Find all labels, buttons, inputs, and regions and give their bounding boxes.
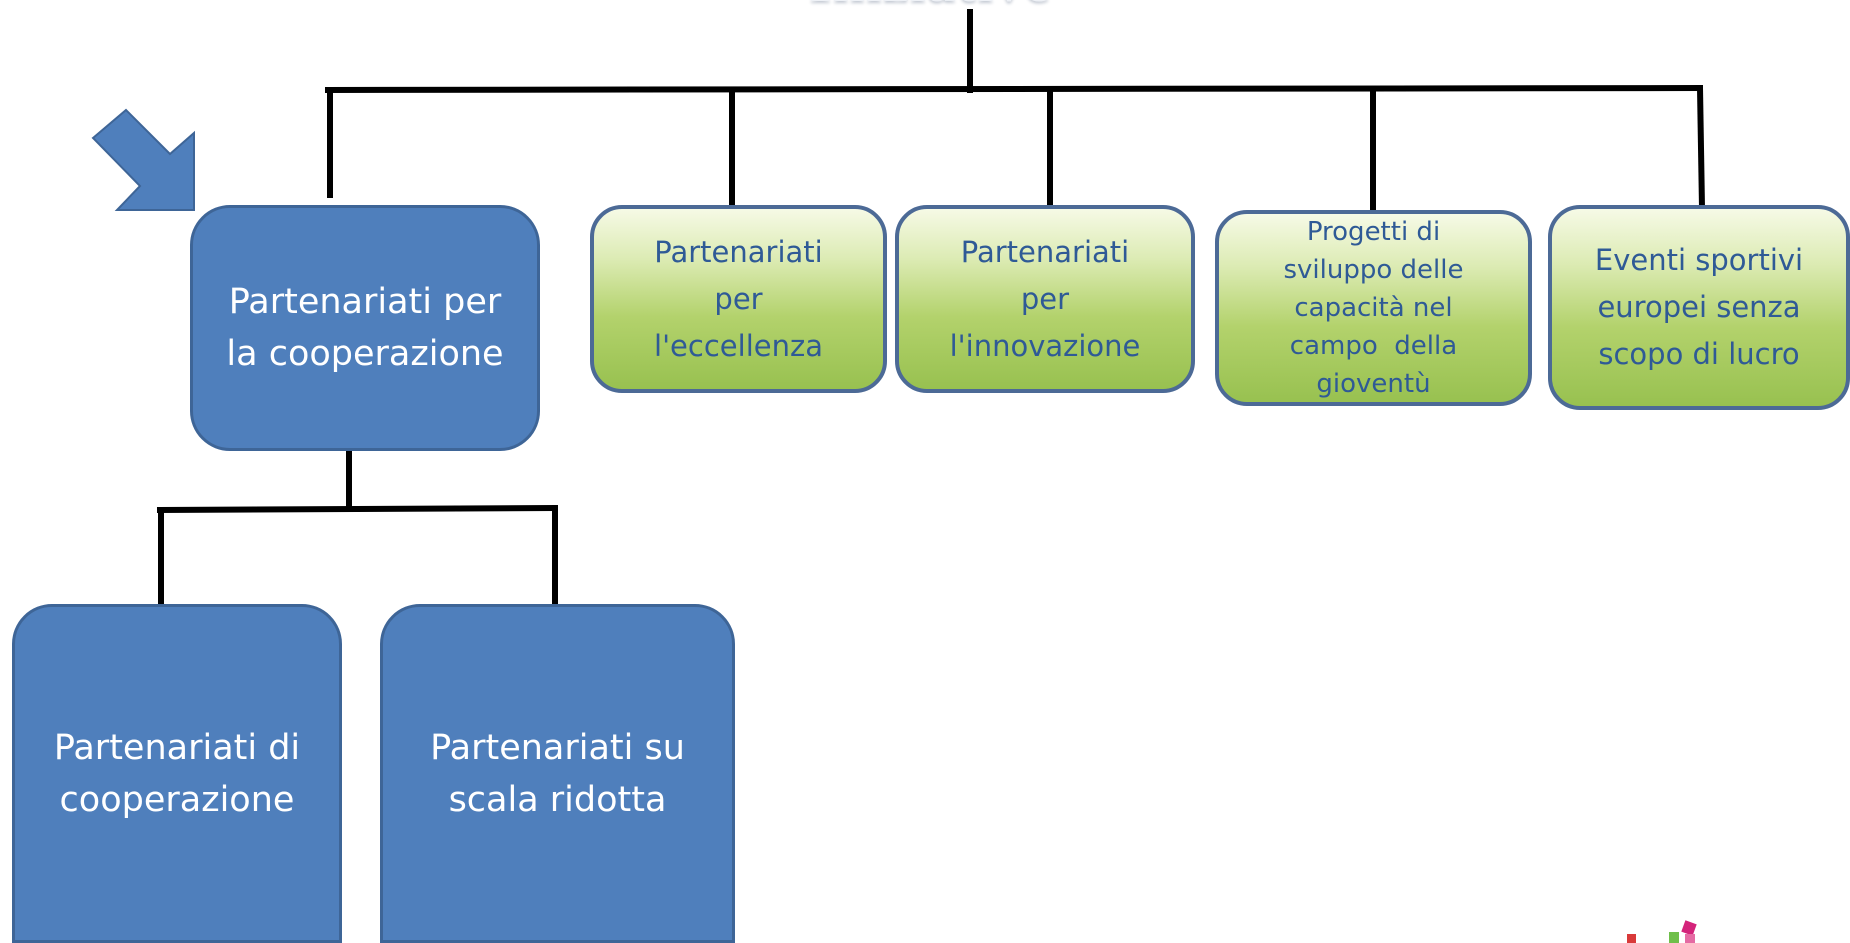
node-label-line: Eventi sportivi xyxy=(1594,243,1804,277)
node-label-line: cooperazione xyxy=(59,779,295,820)
node-label-line: Partenariati di xyxy=(53,727,301,768)
logo-block-red xyxy=(1627,934,1636,943)
logo-block-pink xyxy=(1685,934,1695,943)
node-label-line: per xyxy=(1020,281,1070,316)
node-label-line: Partenariati xyxy=(654,234,823,269)
node-label-line: campo della xyxy=(1289,331,1458,361)
node-label-line: Progetti di xyxy=(1306,217,1441,247)
node-label-line: Partenariati su xyxy=(430,727,685,768)
node-label-line: europei senza xyxy=(1597,290,1801,324)
node-label-line: la cooperazione xyxy=(226,334,504,374)
node-partenariati-innovazione: Partenariati per l'innovazione xyxy=(895,205,1195,393)
logo-block-green xyxy=(1669,932,1679,943)
node-label-line: gioventù xyxy=(1316,369,1431,399)
node-label-line: l'innovazione xyxy=(949,328,1141,363)
node-label-line: sviluppo delle xyxy=(1283,255,1464,285)
logo-block-magenta xyxy=(1681,920,1697,936)
node-progetti-gioventu: Progetti di sviluppo delle capacità nel cam… xyxy=(1215,210,1532,406)
node-partenariati-di-cooperazione: Partenariati di cooperazione xyxy=(12,604,342,943)
node-label-line: capacità nel xyxy=(1294,293,1453,323)
node-eventi-sportivi: Eventi sportivi europei senza scopo di luc… xyxy=(1548,205,1850,410)
sub-horizontal-line xyxy=(156,504,557,514)
logo-mark xyxy=(1627,920,1697,943)
node-partenariati-eccellenza: Partenariati per l'eccellenza xyxy=(590,205,887,393)
arrow-down-right-icon xyxy=(91,108,195,211)
node-partenariati-scala-ridotta: Partenariati su scala ridotta xyxy=(380,604,735,943)
node-label-line: scala ridotta xyxy=(448,779,667,820)
node-label-line: Partenariati per xyxy=(228,282,502,322)
node-label-line: per xyxy=(714,281,763,316)
top-horizontal-line xyxy=(324,84,1704,94)
drop-line-sport xyxy=(1696,84,1706,212)
node-label-line: Partenariati xyxy=(960,234,1130,269)
node-partenariati-cooperazione: Partenariati per la cooperazione xyxy=(190,205,540,451)
node-label-line: l'eccellenza xyxy=(654,328,823,363)
node-label-line: scopo di lucro xyxy=(1598,337,1800,371)
